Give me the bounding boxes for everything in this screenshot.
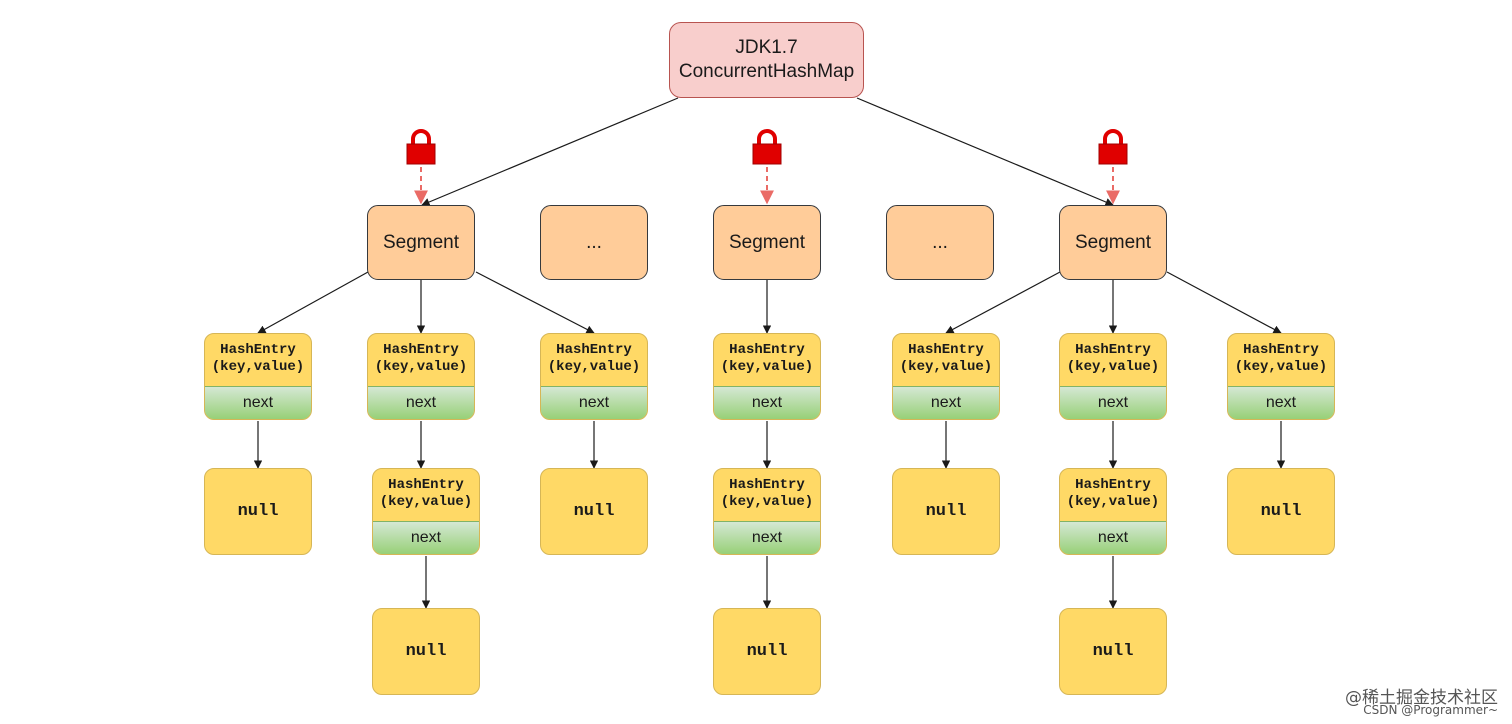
lock-icon bbox=[752, 129, 782, 165]
next-pointer: next bbox=[1060, 521, 1166, 554]
null-node: null bbox=[713, 608, 821, 695]
hashentry-node: HashEntry(key,value) next bbox=[372, 468, 480, 555]
next-pointer: next bbox=[714, 521, 820, 554]
ellipsis-label: ... bbox=[932, 231, 948, 253]
root-concurrenthashmap-node: JDK1.7 ConcurrentHashMap bbox=[669, 22, 864, 98]
edge-seg1-entry3 bbox=[475, 271, 595, 334]
lock-icon bbox=[406, 129, 436, 165]
null-node: null bbox=[1227, 468, 1335, 555]
next-pointer: next bbox=[368, 386, 474, 419]
segment-label: Segment bbox=[1074, 231, 1152, 253]
hashentry-label: HashEntry(key,value) bbox=[1234, 342, 1328, 375]
hashentry-label: HashEntry(key,value) bbox=[1066, 342, 1160, 375]
next-pointer: next bbox=[1228, 386, 1334, 419]
hashentry-node: HashEntry(key,value) next bbox=[713, 468, 821, 555]
hashentry-label: HashEntry(key,value) bbox=[374, 342, 468, 375]
hashentry-label: HashEntry(key,value) bbox=[547, 342, 641, 375]
null-node: null bbox=[892, 468, 1000, 555]
lock-icon bbox=[1098, 129, 1128, 165]
next-pointer: next bbox=[1060, 386, 1166, 419]
null-node: null bbox=[372, 608, 480, 695]
watermark-juejin: @稀土掘金技术社区 bbox=[1345, 688, 1498, 708]
ellipsis-node-2: ... bbox=[886, 205, 994, 280]
next-pointer: next bbox=[541, 386, 647, 419]
segment-node-2: Segment bbox=[713, 205, 821, 280]
hashentry-label: HashEntry(key,value) bbox=[899, 342, 993, 375]
segment-label: Segment bbox=[728, 231, 806, 253]
segment-node-3: Segment bbox=[1059, 205, 1167, 280]
watermark-csdn: CSDN @Programmer~ bbox=[1363, 703, 1498, 717]
null-node: null bbox=[204, 468, 312, 555]
hashentry-node: HashEntry(key,value) next bbox=[713, 333, 821, 420]
root-title-line2: ConcurrentHashMap bbox=[678, 61, 855, 82]
next-pointer: next bbox=[714, 386, 820, 419]
null-node: null bbox=[540, 468, 648, 555]
segment-node-1: Segment bbox=[367, 205, 475, 280]
hashentry-node: HashEntry(key,value) next bbox=[1227, 333, 1335, 420]
edge-root-segment-1 bbox=[421, 97, 679, 206]
hashentry-node: HashEntry(key,value) next bbox=[1059, 468, 1167, 555]
hashentry-label: HashEntry(key,value) bbox=[1066, 477, 1160, 510]
edge-root-segment-3 bbox=[856, 97, 1114, 206]
root-title-line1: JDK1.7 bbox=[735, 37, 798, 58]
ellipsis-node-1: ... bbox=[540, 205, 648, 280]
null-node: null bbox=[1059, 608, 1167, 695]
hashentry-label: HashEntry(key,value) bbox=[720, 342, 814, 375]
segment-label: Segment bbox=[382, 231, 460, 253]
hashentry-node: HashEntry(key,value) next bbox=[540, 333, 648, 420]
next-pointer: next bbox=[373, 521, 479, 554]
edge-seg1-entry1 bbox=[257, 271, 369, 334]
edge-seg3-entry1 bbox=[945, 271, 1061, 334]
next-pointer: next bbox=[205, 386, 311, 419]
hashentry-node: HashEntry(key,value) next bbox=[204, 333, 312, 420]
hashentry-node: HashEntry(key,value) next bbox=[892, 333, 1000, 420]
ellipsis-label: ... bbox=[586, 231, 602, 253]
hashentry-node: HashEntry(key,value) next bbox=[1059, 333, 1167, 420]
hashentry-label: HashEntry(key,value) bbox=[379, 477, 473, 510]
hashentry-label: HashEntry(key,value) bbox=[211, 342, 305, 375]
hashentry-node: HashEntry(key,value) next bbox=[367, 333, 475, 420]
edge-seg3-entry3 bbox=[1166, 271, 1282, 334]
next-pointer: next bbox=[893, 386, 999, 419]
hashentry-label: HashEntry(key,value) bbox=[720, 477, 814, 510]
